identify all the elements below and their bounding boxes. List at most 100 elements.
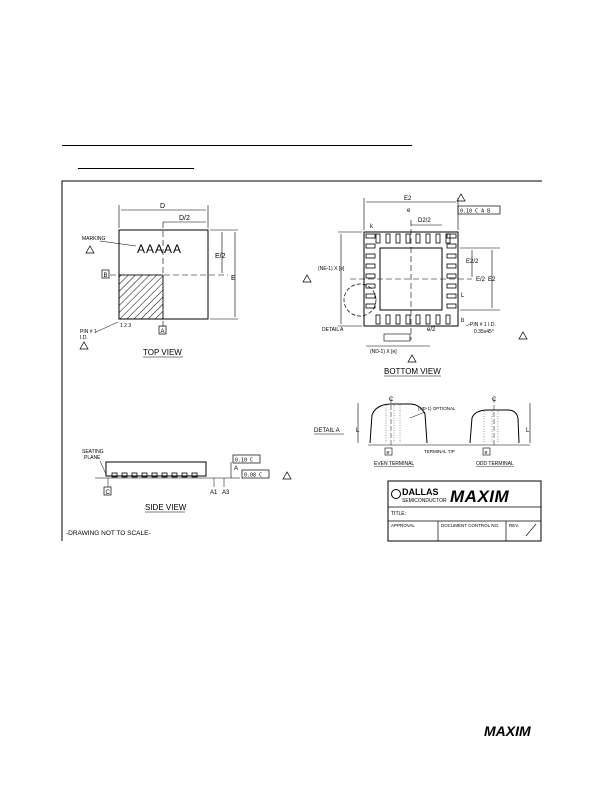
pad — [446, 273, 457, 279]
centerline-right: C — [492, 397, 497, 403]
side-plane: PLANE — [84, 455, 101, 461]
bottom-pin-label: PIN # 1 I.D. — [470, 322, 496, 328]
lead — [181, 472, 188, 478]
pad — [405, 233, 411, 244]
pad — [446, 263, 457, 269]
top-dim-D-half: D/2 — [179, 215, 190, 222]
pad — [425, 233, 431, 244]
marking-chars: AAAAA — [137, 242, 182, 256]
side-body — [105, 461, 207, 477]
pad — [425, 314, 431, 325]
bottom-dim-E2: E2 — [404, 196, 412, 202]
warning-icon — [282, 471, 292, 480]
top-pin-label-2: I.D. — [80, 335, 88, 341]
datum-A: A — [161, 329, 165, 335]
pad — [405, 314, 411, 325]
detail-dim-L-right: L — [526, 428, 530, 434]
rev-label: REV. — [509, 523, 519, 528]
warning-icon — [518, 331, 528, 340]
bottom-dim-E-half-right: E/2 — [476, 277, 486, 283]
side-flatness: 0.10 C — [235, 458, 253, 464]
header-rule-short — [78, 168, 194, 169]
pad — [446, 293, 457, 299]
pad — [435, 314, 441, 325]
side-dim-A: A — [234, 466, 238, 472]
detail-a-circle — [343, 283, 377, 317]
pad — [365, 243, 376, 249]
detail-a: DETAIL A L L C C (ND-1) OPTIONAL TERMINA… — [314, 397, 531, 467]
centerline-left: C — [389, 397, 394, 403]
top-dim-E-half: E/2 — [215, 253, 226, 260]
detail-a-label: DETAIL A — [314, 428, 340, 434]
approval-label: APPROVAL — [391, 523, 415, 528]
pad — [375, 314, 381, 325]
pad — [365, 303, 376, 309]
pad — [415, 314, 421, 325]
top-view: D D/2 MARKING AAAAA E/2 E B A PIN # 1 I.… — [79, 203, 238, 358]
title-label: TITLE: — [391, 511, 406, 517]
pad — [415, 233, 421, 244]
pads-bottom — [375, 314, 451, 325]
side-view-caption: SIDE VIEW — [145, 503, 187, 512]
side-dim-A3: A3 — [222, 490, 230, 496]
drawing-frame — [61, 180, 542, 541]
detail-terminal-tip: TERMINAL TIP — [424, 449, 455, 454]
pad — [446, 253, 457, 259]
top-dim-E: E — [231, 275, 236, 282]
even-terminal-caption: EVEN TERMINAL — [374, 461, 414, 467]
dallas-line1: DALLAS — [402, 487, 439, 497]
odd-terminal-caption: ODD TERMINAL — [476, 461, 514, 467]
warning-icon — [85, 245, 95, 254]
footer-maxim-logo: MAXIM — [484, 723, 531, 739]
pad — [395, 314, 401, 325]
dallas-logo-icon — [391, 489, 401, 499]
pad — [365, 253, 376, 259]
pad — [365, 263, 376, 269]
pad — [365, 273, 376, 279]
top-pin-label: PIN # 1 — [80, 329, 97, 335]
bottom-view: E2 e D2/2 k 0.10 C A B (NE-1) X [e] E2/2… — [302, 193, 528, 377]
warning-icon — [79, 341, 89, 350]
bottom-pin-label-2: 0.35x45° — [474, 329, 494, 335]
bottom-dim-e-half: e/2 — [427, 327, 436, 333]
pad — [375, 233, 381, 244]
bottom-left-callout: (NE-1) X [e] — [318, 266, 345, 272]
lead — [141, 472, 148, 478]
bottom-dim-D2-half: D2/2 — [418, 218, 431, 224]
header-rule-long — [62, 145, 412, 146]
pads-right — [446, 233, 457, 309]
lead — [111, 472, 118, 478]
datum-B: B — [104, 273, 108, 279]
pad — [435, 233, 441, 244]
bottom-dim-L: L — [461, 293, 465, 299]
bottom-detail-label: DETAIL A — [322, 327, 344, 333]
marking-label: MARKING — [82, 236, 105, 242]
pad — [446, 283, 457, 289]
dallas-line2: SEMICONDUCTOR — [402, 498, 447, 504]
bottom-callout: (ND-1) X [e] — [370, 349, 397, 355]
lead — [171, 472, 178, 478]
top-dim-D: D — [160, 203, 165, 210]
detail-optional-note: (ND-1) OPTIONAL — [418, 406, 456, 411]
side-coplanarity: 0.08 C — [244, 473, 262, 479]
doc-control-label: DOCUMENT CONTROL NO. — [441, 523, 499, 528]
maxim-logo: MAXIM — [450, 487, 510, 506]
pad — [365, 233, 376, 239]
lead — [151, 472, 158, 478]
side-seating: SEATING — [82, 449, 104, 455]
detail-dim-e-right: e — [485, 450, 488, 456]
bottom-dim-e: e — [407, 208, 411, 214]
pads-left — [365, 233, 376, 309]
warning-icon — [302, 274, 312, 283]
bottom-dim-E2-half: E2/2 — [466, 259, 479, 265]
bottom-view-caption: BOTTOM VIEW — [384, 367, 441, 376]
even-terminal-outline — [369, 403, 428, 444]
pad — [446, 243, 457, 249]
lead — [191, 472, 198, 478]
bottom-dim-k: k — [370, 224, 374, 230]
top-pin-numbers: 1 2 3 — [120, 323, 131, 329]
side-dim-A1: A1 — [210, 490, 218, 496]
pad — [385, 233, 391, 244]
bottom-dim-b: b — [461, 318, 465, 324]
